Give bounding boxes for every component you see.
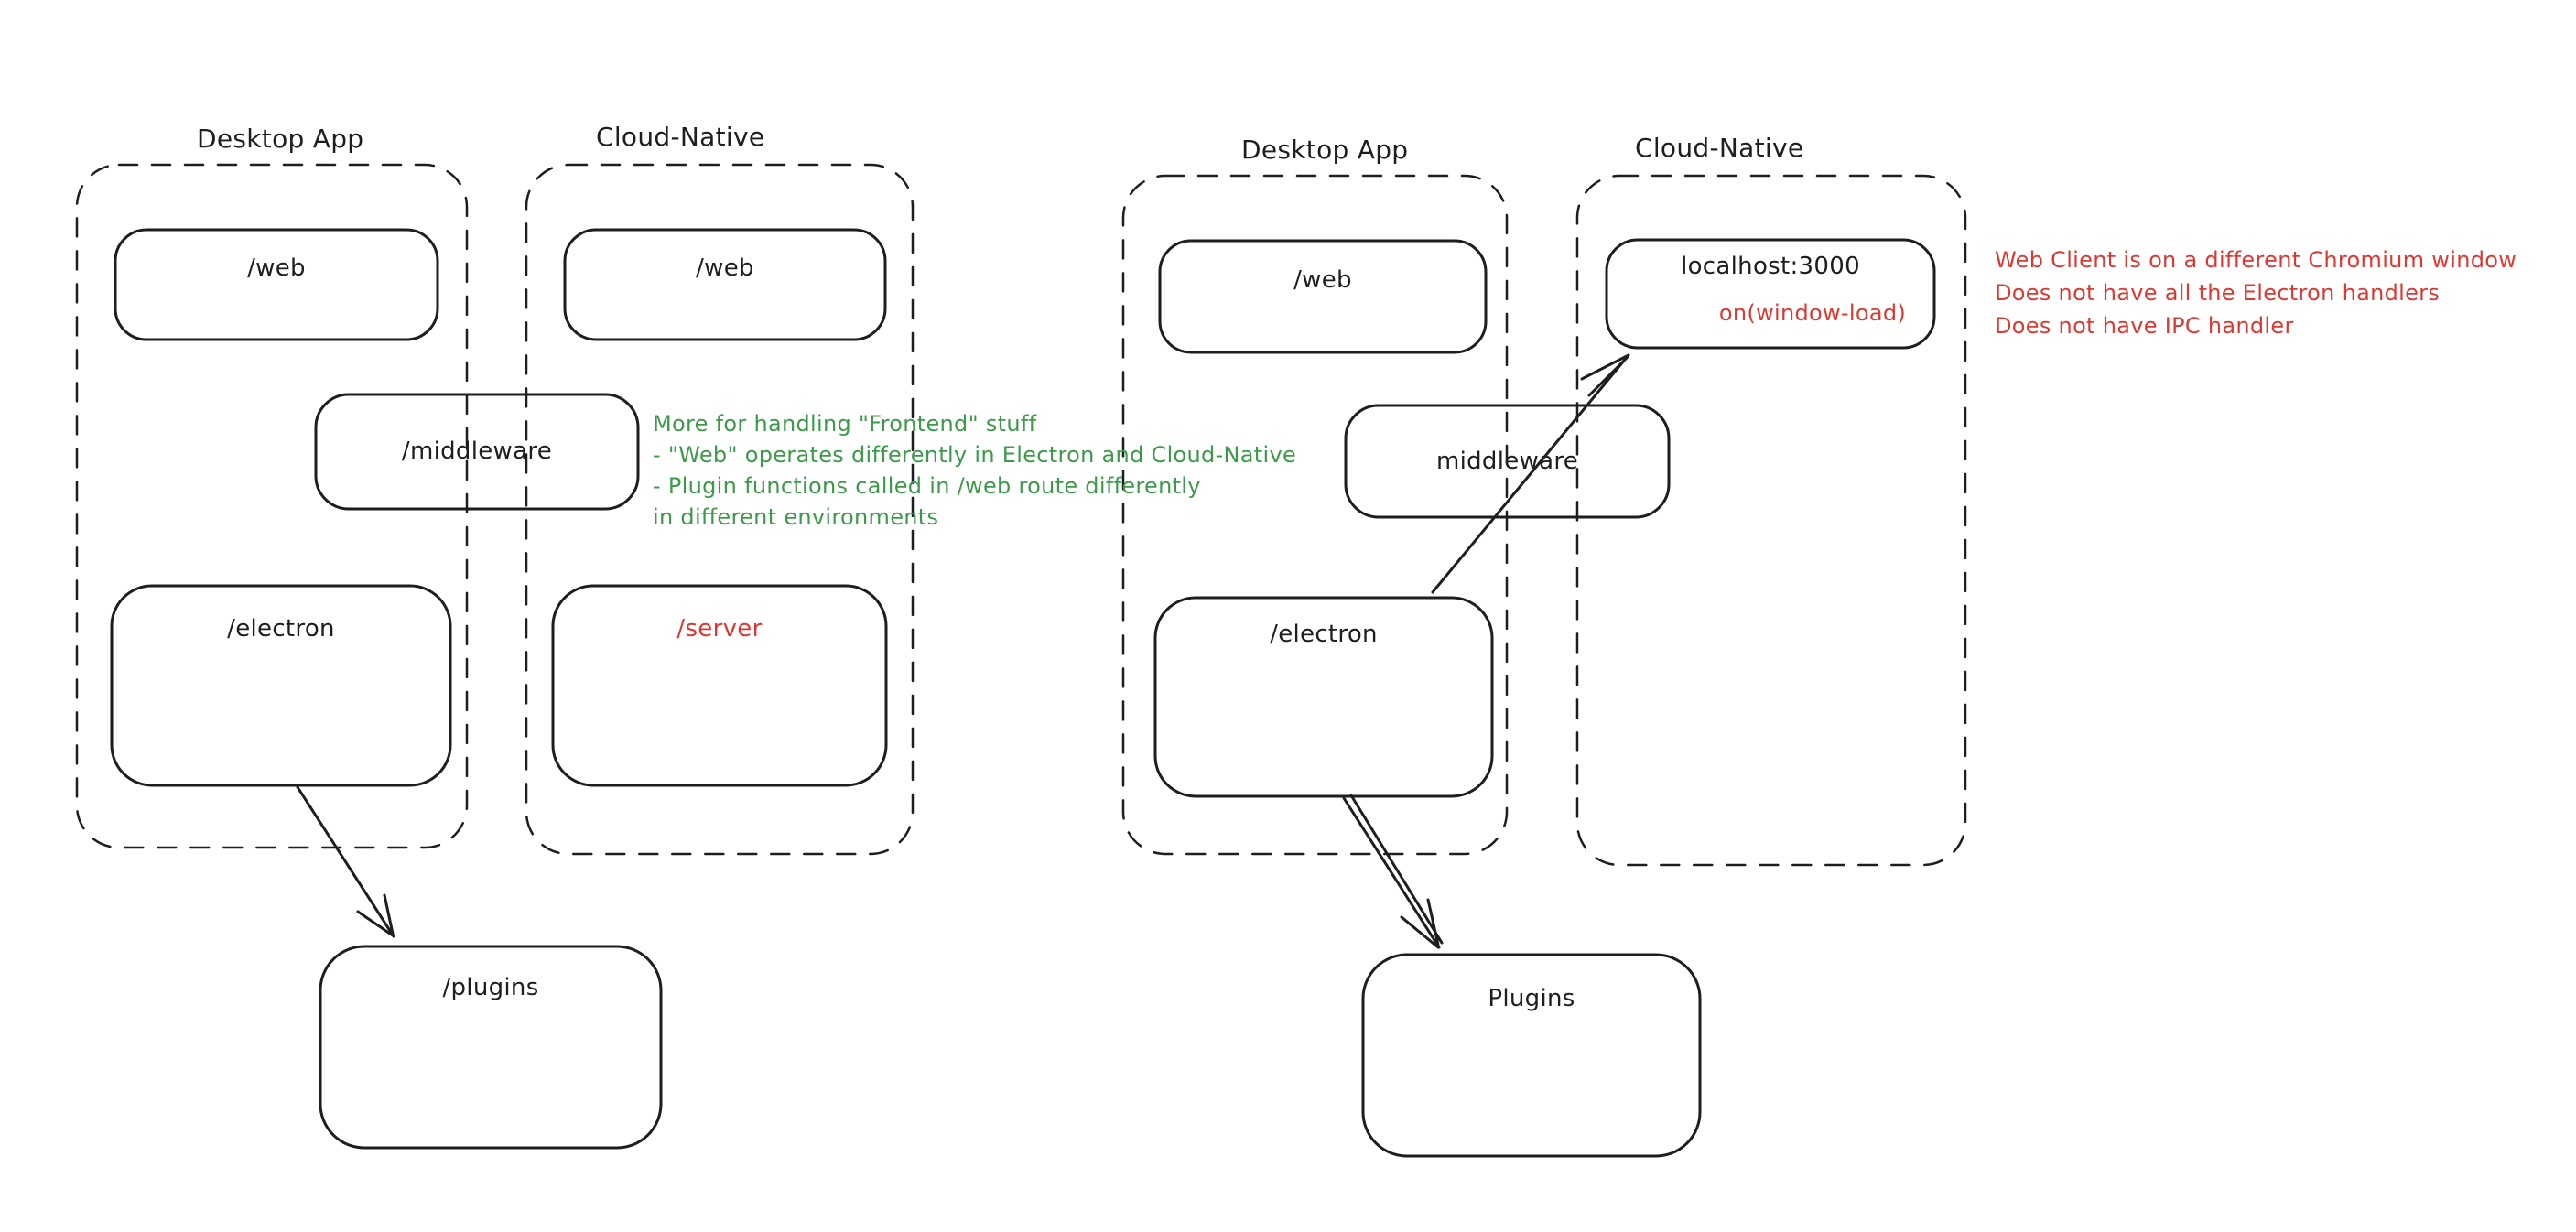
node-left-web-box — [114, 228, 439, 341]
container-right-cloud-native — [1575, 174, 1967, 867]
node-right-localhost-box — [1605, 238, 1936, 350]
container-left-desktop-app — [75, 163, 469, 849]
node-right-middleware-box — [1344, 404, 1671, 519]
container-left-cloud-native — [525, 163, 915, 856]
arrow-right-electron-to-plugins — [1342, 794, 1444, 949]
node-left-electron-box — [110, 584, 452, 787]
arrow-right-electron-to-localhost — [1431, 353, 1630, 594]
left-cloud-native-title: Cloud-Native — [596, 122, 765, 152]
right-localhost-event-label: on(window-load) — [1718, 300, 1907, 326]
left-electron-label: /electron — [227, 615, 335, 643]
right-annotation-line-3: Does not have IPC handler — [1995, 313, 2294, 339]
right-localhost-label: localhost:3000 — [1681, 253, 1860, 280]
left-annotation-line-4: in different environments — [653, 504, 939, 530]
right-cloud-native-title: Cloud-Native — [1635, 133, 1804, 163]
node-right-electron-box — [1153, 596, 1494, 798]
node-left-plugins-box — [319, 945, 663, 1150]
right-desktop-app-title: Desktop App — [1241, 135, 1409, 165]
right-plugins-label: Plugins — [1488, 985, 1575, 1012]
node-left-cloud-web-box — [563, 228, 887, 341]
left-annotation-line-3: - Plugin functions called in /web route … — [653, 473, 1201, 499]
container-right-desktop-app — [1121, 174, 1509, 856]
left-server-label: /server — [676, 615, 763, 643]
left-plugins-label: /plugins — [442, 974, 539, 1001]
left-middleware-label: /middleware — [401, 438, 553, 465]
node-right-web-box — [1158, 239, 1488, 354]
right-web-label: /web — [1293, 266, 1352, 294]
right-middleware-label: middleware — [1435, 448, 1579, 475]
right-electron-label: /electron — [1270, 621, 1378, 648]
right-annotation-note: Web Client is on a different Chromium wi… — [1995, 243, 2516, 342]
arrow-left-electron-to-plugins — [296, 785, 395, 938]
node-left-server-box — [551, 584, 888, 787]
node-left-middleware-box — [314, 393, 640, 511]
left-annotation-note: More for handling "Frontend" stuff - "We… — [653, 408, 1296, 533]
left-annotation-line-1: More for handling "Frontend" stuff — [653, 411, 1037, 437]
right-annotation-line-2: Does not have all the Electron handlers — [1995, 280, 2441, 306]
node-right-plugins-box — [1361, 953, 1702, 1158]
left-annotation-line-2: - "Web" operates differently in Electron… — [653, 442, 1297, 468]
left-web-label: /web — [247, 254, 306, 282]
left-desktop-app-title: Desktop App — [197, 124, 364, 154]
right-annotation-line-1: Web Client is on a different Chromium wi… — [1995, 247, 2517, 273]
left-cloud-web-label: /web — [696, 254, 754, 282]
